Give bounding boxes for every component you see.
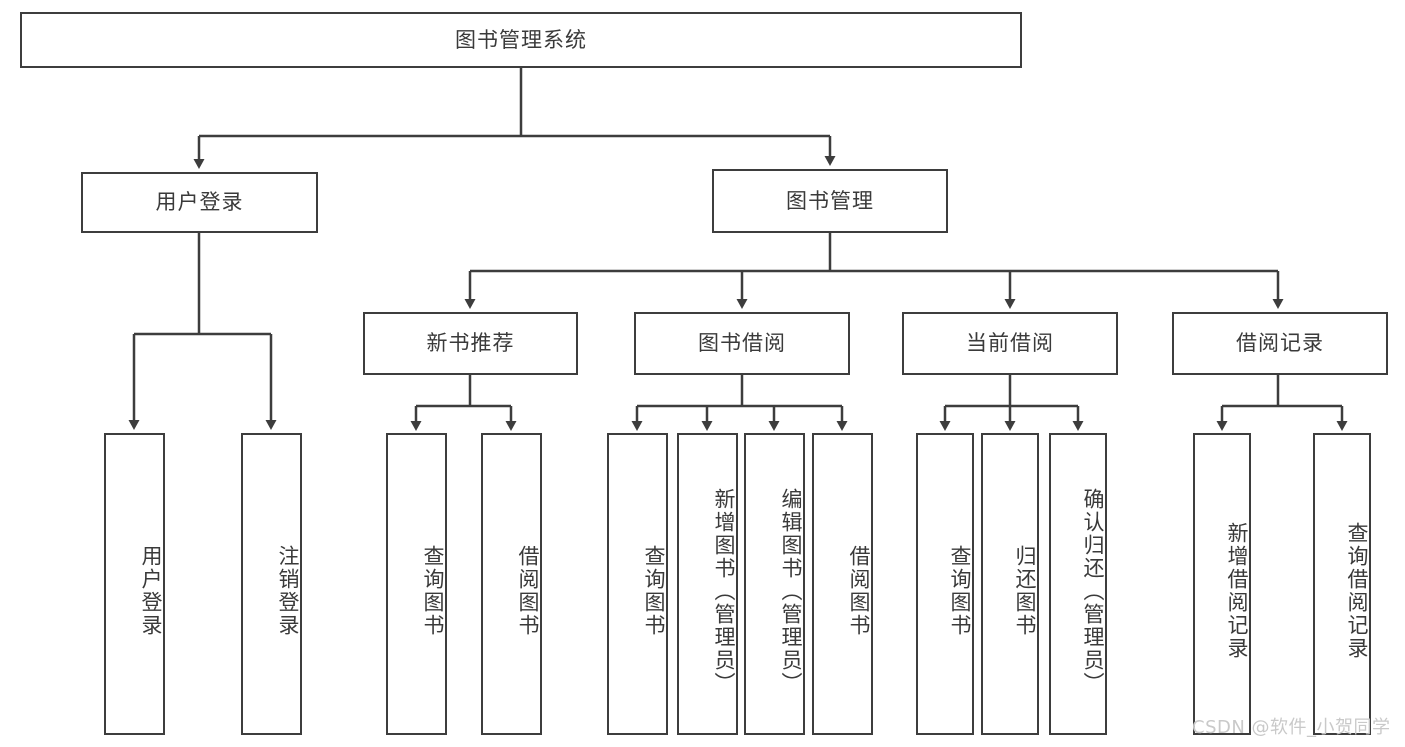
node-label: 编辑图书（管理员） bbox=[779, 487, 803, 695]
leaf-current-borrow-query-book[interactable]: 查询图书 bbox=[916, 433, 974, 735]
node-borrow-record[interactable]: 借阅记录 bbox=[1172, 312, 1388, 375]
node-label: 查询图书 bbox=[421, 545, 445, 637]
node-label: 查询借阅记录 bbox=[1345, 522, 1369, 660]
leaf-new-book-borrow-book[interactable]: 借阅图书 bbox=[481, 433, 542, 735]
leaf-user-login-logout[interactable]: 注销登录 bbox=[241, 433, 302, 735]
leaf-borrow-record-query-record[interactable]: 查询借阅记录 bbox=[1313, 433, 1371, 735]
node-label: 查询图书 bbox=[948, 545, 972, 637]
node-book-management[interactable]: 图书管理 bbox=[712, 169, 948, 233]
node-current-borrow[interactable]: 当前借阅 bbox=[902, 312, 1118, 375]
csdn-watermark: CSDN @软件_小贺同学 bbox=[1192, 717, 1391, 738]
node-label: 图书管理 bbox=[786, 188, 874, 213]
node-label: 新增图书（管理员） bbox=[712, 487, 736, 695]
node-label: 新书推荐 bbox=[426, 331, 515, 356]
node-label: 当前借阅 bbox=[966, 331, 1054, 356]
node-label: 用户登录 bbox=[139, 545, 163, 637]
node-root-book-management-system[interactable]: 图书管理系统 bbox=[20, 12, 1022, 68]
node-label: 图书管理系统 bbox=[455, 27, 587, 52]
node-label: 借阅图书 bbox=[516, 545, 540, 637]
node-user-login[interactable]: 用户登录 bbox=[81, 172, 318, 233]
leaf-book-borrow-borrow-book[interactable]: 借阅图书 bbox=[812, 433, 873, 735]
leaf-new-book-query-book[interactable]: 查询图书 bbox=[386, 433, 447, 735]
node-label: 借阅记录 bbox=[1236, 331, 1324, 356]
node-label: 借阅图书 bbox=[847, 545, 871, 637]
node-label: 确认归还（管理员） bbox=[1081, 487, 1105, 695]
leaf-book-borrow-edit-book-admin[interactable]: 编辑图书（管理员） bbox=[744, 433, 805, 735]
node-label: 注销登录 bbox=[276, 545, 300, 637]
leaf-book-borrow-query-book[interactable]: 查询图书 bbox=[607, 433, 668, 735]
node-label: 查询图书 bbox=[642, 545, 666, 637]
node-label: 归还图书 bbox=[1013, 545, 1037, 637]
leaf-borrow-record-add-record[interactable]: 新增借阅记录 bbox=[1193, 433, 1251, 735]
node-new-book-recommend[interactable]: 新书推荐 bbox=[363, 312, 578, 375]
leaf-current-borrow-confirm-return-admin[interactable]: 确认归还（管理员） bbox=[1049, 433, 1107, 735]
node-book-borrow[interactable]: 图书借阅 bbox=[634, 312, 850, 375]
node-label: 用户登录 bbox=[155, 190, 244, 215]
node-label: 新增借阅记录 bbox=[1225, 522, 1249, 660]
leaf-book-borrow-add-book-admin[interactable]: 新增图书（管理员） bbox=[677, 433, 738, 735]
node-label: 图书借阅 bbox=[698, 331, 786, 356]
leaf-user-login-login[interactable]: 用户登录 bbox=[104, 433, 165, 735]
leaf-current-borrow-return-book[interactable]: 归还图书 bbox=[981, 433, 1039, 735]
